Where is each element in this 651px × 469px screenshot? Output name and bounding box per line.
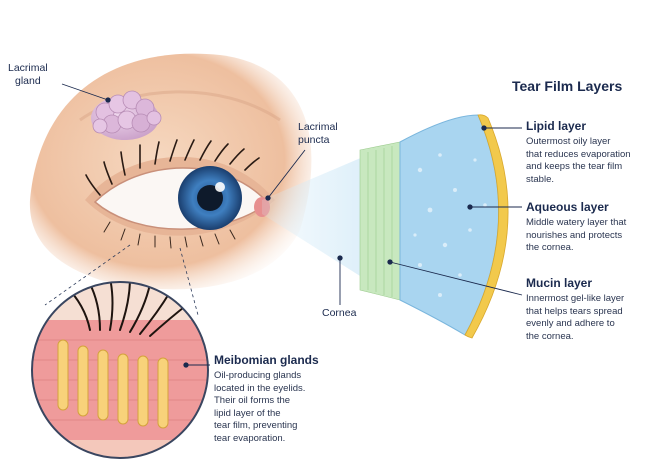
desc-line: tear evaporation. <box>214 432 286 444</box>
desc-line: Outermost oily layer <box>526 136 611 147</box>
lacrimal-puncta-label-line: puncta <box>298 134 330 146</box>
desc-line: lipid layer of the <box>214 407 281 419</box>
desc-line: stable. <box>526 173 554 185</box>
desc-line: located in the eyelids. <box>214 382 306 394</box>
lacrimal-gland-label: Lacrimal gland <box>8 62 48 88</box>
desc-line: that helps tears spread <box>526 305 623 317</box>
desc-line: and keeps the tear film <box>526 161 623 172</box>
lacrimal-puncta-label: Lacrimal puncta <box>298 121 338 147</box>
desc-line: Innermost gel-like layer <box>526 293 625 304</box>
mucin-layer-heading: Mucin layer <box>526 276 593 290</box>
meibomian-glands-heading: Meibomian glands <box>214 353 319 367</box>
desc-line: tear film, preventing <box>214 420 298 431</box>
eye <box>85 139 275 249</box>
meibomian-glands-label: Meibomian glands Oil-producing glands lo… <box>214 353 344 445</box>
cornea-label: Cornea <box>322 307 357 319</box>
desc-line: that reduces evaporation <box>526 148 631 160</box>
lacrimal-gland-label-line: Lacrimal <box>8 62 48 74</box>
lipid-layer-description: Outermost oily layer that reduces evapor… <box>526 136 646 186</box>
lipid-layer-band <box>464 114 509 339</box>
desc-line: the cornea. <box>526 330 574 342</box>
desc-line: Oil-producing glands <box>214 370 302 381</box>
aqueous-layer-heading: Aqueous layer <box>526 200 609 214</box>
desc-line: nourishes and protects <box>526 229 623 241</box>
meibomian-glands-description: Oil-producing glands located in the eyel… <box>214 370 344 445</box>
aqueous-layer-label: Aqueous layer Middle watery layer that n… <box>526 200 646 255</box>
aqueous-layer-description: Middle watery layer that nourishes and p… <box>526 217 646 255</box>
diagram-title: Tear Film Layers <box>512 78 623 94</box>
mucin-layer-band <box>359 141 401 301</box>
desc-line: evenly and adhere to <box>526 318 615 329</box>
lipid-layer-heading: Lipid layer <box>526 119 587 133</box>
mucin-layer-label: Mucin layer Innermost gel-like layer tha… <box>526 276 646 343</box>
leader-lines <box>61 83 523 368</box>
desc-line: Middle watery layer that <box>526 217 627 228</box>
tear-film-section <box>359 114 509 339</box>
lacrimal-puncta-label-line: Lacrimal <box>298 121 338 133</box>
lipid-layer-label: Lipid layer Outermost oily layer that re… <box>526 119 646 186</box>
lacrimal-gland-label-line: gland <box>14 75 41 87</box>
desc-line: Their oil forms the <box>214 395 291 406</box>
mucin-layer-description: Innermost gel-like layer that helps tear… <box>526 293 646 343</box>
desc-line: the cornea. <box>526 242 574 253</box>
lacrimal-gland-shape <box>91 90 162 140</box>
